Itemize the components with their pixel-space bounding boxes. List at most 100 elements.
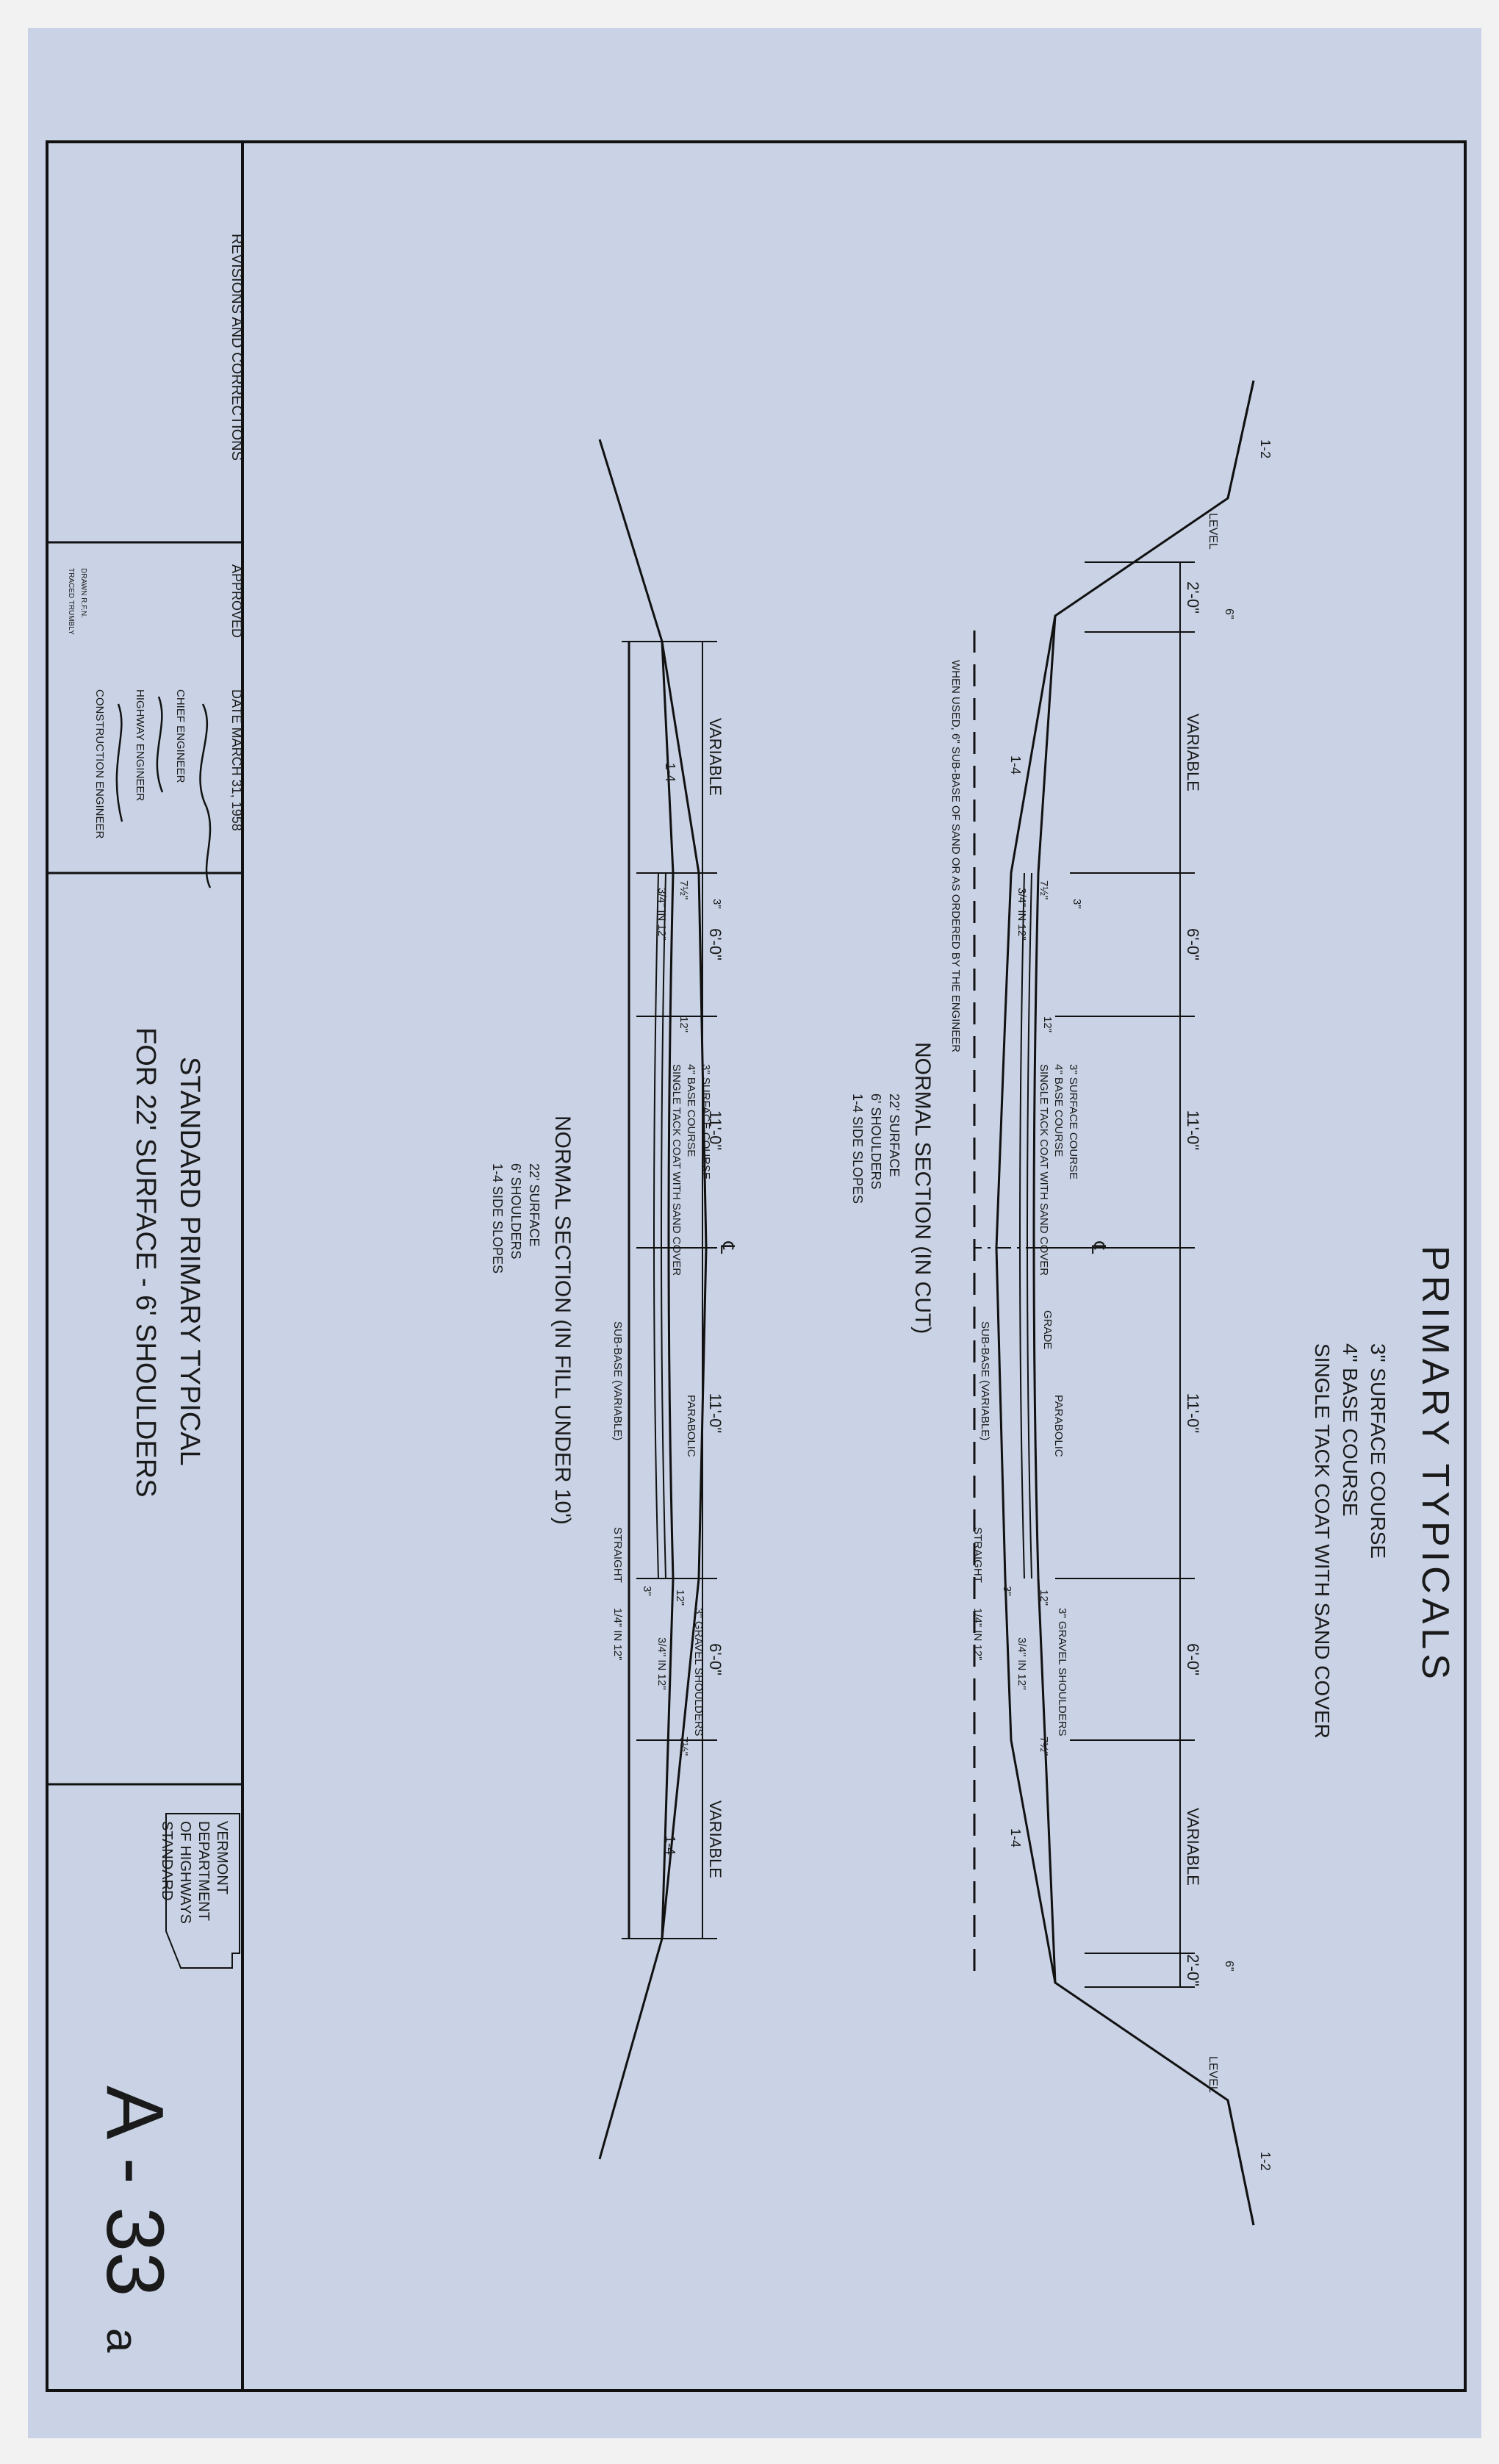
cut-label-3-left: 3": [1071, 899, 1083, 909]
fill-label-12-left: 12": [677, 1016, 690, 1032]
cut-note-2: 6' SHOULDERS: [869, 1093, 883, 1189]
cut-dim-5: 6'-0": [1184, 1643, 1202, 1675]
fill-label-3-right: 3": [641, 1586, 653, 1596]
fill-label-7half-left: 7½": [677, 880, 690, 899]
cut-six-in-left: 6": [1223, 608, 1235, 619]
cut-label-34-left: 3/4" IN 12": [1015, 888, 1028, 941]
fill-note-1: 22' SURFACE: [527, 1163, 542, 1246]
fill-ground-line: [598, 439, 708, 2160]
cut-label-subbase: SUB-BASE (VARIABLE): [979, 1321, 991, 1440]
cut-surface-course: [1032, 872, 1040, 1579]
fill-label-34-left: 3/4" IN 12": [655, 888, 668, 941]
fill-section-title: NORMAL SECTION (IN FILL UNDER 10'): [550, 1116, 575, 1525]
cut-label-12-left: 12": [1041, 1016, 1054, 1032]
fill-label-12-right: 12": [674, 1590, 686, 1606]
cut-dim-4: 11'-0": [1184, 1393, 1202, 1433]
cut-section: [973, 380, 1255, 2226]
cut-centerline-mark: ℄: [1088, 1241, 1110, 1254]
fill-label-surface: 3" SURFACE COURSE: [700, 1064, 712, 1179]
approval-date: DATE MARCH 31, 1958: [229, 689, 244, 831]
cut-dim-6: VARIABLE: [1184, 1808, 1202, 1886]
cut-six-in-right: 6": [1223, 1961, 1235, 1972]
fill-centerline-mark: ℄: [716, 1241, 738, 1254]
chief-engineer-label: CHIEF ENGINEER: [174, 689, 187, 783]
cut-note-1: 22' SURFACE: [887, 1093, 902, 1177]
fill-label-subbase: SUB-BASE (VARIABLE): [611, 1321, 624, 1440]
cut-ditch-slope-right: 1-4: [1008, 1828, 1023, 1847]
cut-section-text: 2'-0" VARIABLE 6'-0" 11'-0" 11'-0" 6'-0"…: [850, 439, 1273, 2171]
construction-engineer-signature: [115, 703, 123, 822]
revisions-heading: REVISIONS AND CORRECTIONS: [229, 234, 245, 461]
fill-label-base: 4" BASE COURSE: [685, 1064, 697, 1157]
cut-label-3-right: 3": [1001, 1586, 1013, 1596]
approved-label: APPROVED: [229, 564, 244, 638]
cut-label-parabolic: PARABOLIC: [1052, 1395, 1065, 1457]
cut-label-quarter: 1/4" IN 12": [971, 1608, 984, 1661]
highway-engineer-label: HIGHWAY ENGINEER: [134, 689, 146, 801]
cut-label-straight: STRAIGHT: [971, 1527, 984, 1583]
vermont-label: VERMONT: [214, 1821, 230, 1894]
cut-dim-7: 2'-0": [1184, 1954, 1202, 1986]
standard-title-line-2: FOR 22' SURFACE - 6' SHOULDERS: [130, 1027, 161, 1498]
fill-label-quarter: 1/4" IN 12": [611, 1608, 624, 1661]
cut-dim-3: 11'-0": [1184, 1110, 1202, 1150]
outer-border: [46, 140, 1467, 2392]
cut-label-34-right: 3/4" IN 12": [1015, 1637, 1028, 1690]
cut-slope-back-left: 1-2: [1258, 439, 1273, 459]
course-line-3: SINGLE TACK COAT WITH SAND COVER: [1311, 1343, 1334, 1739]
cut-dim-1: VARIABLE: [1184, 714, 1202, 791]
fill-label-7half-right: 7½": [677, 1736, 690, 1756]
cut-label-tack: SINGLE TACK COAT WITH SAND COVER: [1038, 1064, 1050, 1276]
fill-slope-left: 1-4: [663, 763, 677, 782]
highway-engineer-signature: [156, 696, 164, 793]
cut-label-grade: GRADE: [1041, 1310, 1054, 1349]
fill-dim-5: VARIABLE: [706, 1800, 725, 1878]
fill-surface-course: [667, 872, 675, 1579]
cut-ditch-slope-left: 1-4: [1008, 755, 1023, 775]
cut-dim-0: 2'-0": [1184, 581, 1202, 614]
fill-dim-3: 11'-0": [706, 1393, 725, 1433]
drawing-canvas: PRIMARY TYPICALS 3" SURFACE COURSE 4" BA…: [46, 140, 1467, 2392]
course-line-1: 3" SURFACE COURSE: [1367, 1343, 1390, 1559]
cut-label-7half-right: 7½": [1038, 1736, 1050, 1756]
title-block: REVISIONS AND CORRECTIONS APPROVED DATE …: [67, 234, 245, 2353]
fill-label-gravel: 3" GRAVEL SHOULDERS: [692, 1608, 705, 1736]
traced-by: TRACED TRUMBLY: [67, 568, 75, 635]
fill-label-straight: STRAIGHT: [611, 1527, 624, 1583]
cut-section-title: NORMAL SECTION (IN CUT): [910, 1042, 935, 1334]
construction-engineer-label: CONSTRUCTION ENGINEER: [93, 689, 106, 839]
fill-note-3: 1-4 SIDE SLOPES: [490, 1163, 505, 1274]
standard-title-line-1: STANDARD PRIMARY TYPICAL: [174, 1057, 205, 1466]
fill-section: [598, 439, 717, 2160]
cut-note-3: 1-4 SIDE SLOPES: [850, 1093, 865, 1204]
dept-line-1: DEPARTMENT: [195, 1821, 212, 1921]
cut-dim-2: 6'-0": [1184, 928, 1202, 960]
drawing-sheet: PRIMARY TYPICALS 3" SURFACE COURSE 4" BA…: [28, 28, 1481, 2438]
cut-subbase-note: WHEN USED, 6" SUB-BASE OF SAND OR AS ORD…: [949, 660, 962, 1052]
dept-line-3: STANDARD: [159, 1821, 175, 1901]
fill-label-3-left: 3": [711, 899, 723, 909]
fill-dim-2: 11'-0": [706, 1110, 725, 1150]
fill-label-parabolic: PARABOLIC: [685, 1395, 697, 1457]
fill-slope-right: 1-4: [663, 1836, 677, 1855]
cut-label-gravel: 3" GRAVEL SHOULDERS: [1056, 1608, 1068, 1736]
cut-label-12-right: 12": [1038, 1590, 1050, 1606]
cut-label-base: 4" BASE COURSE: [1052, 1064, 1065, 1157]
cut-label-7half-left: 7½": [1038, 880, 1050, 899]
cut-label-surface: 3" SURFACE COURSE: [1067, 1064, 1079, 1179]
fill-label-tack: SINGLE TACK COAT WITH SAND COVER: [670, 1064, 683, 1276]
fill-label-34-right: 3/4" IN 12": [655, 1637, 668, 1690]
fill-dim-1: 6'-0": [706, 928, 725, 960]
rotated-drawing: PRIMARY TYPICALS 3" SURFACE COURSE 4" BA…: [67, 234, 1456, 2353]
sheet-suffix: a: [98, 2328, 147, 2353]
cut-slope-back-right: 1-2: [1258, 2152, 1273, 2171]
vermont-outline-icon: [165, 1813, 240, 1969]
fill-section-text: VARIABLE 6'-0" 11'-0" 11'-0" 6'-0" VARIA…: [490, 718, 738, 1878]
drawing-title: PRIMARY TYPICALS: [1414, 1246, 1456, 1684]
chief-engineer-signature: [199, 703, 212, 888]
cut-level-left: LEVEL: [1207, 513, 1219, 550]
fill-dim-4: 6'-0": [706, 1643, 725, 1675]
fill-dim-0: VARIABLE: [706, 718, 725, 796]
course-line-2: 4" BASE COURSE: [1339, 1343, 1362, 1517]
dept-line-2: OF HIGHWAYS: [177, 1821, 193, 1924]
